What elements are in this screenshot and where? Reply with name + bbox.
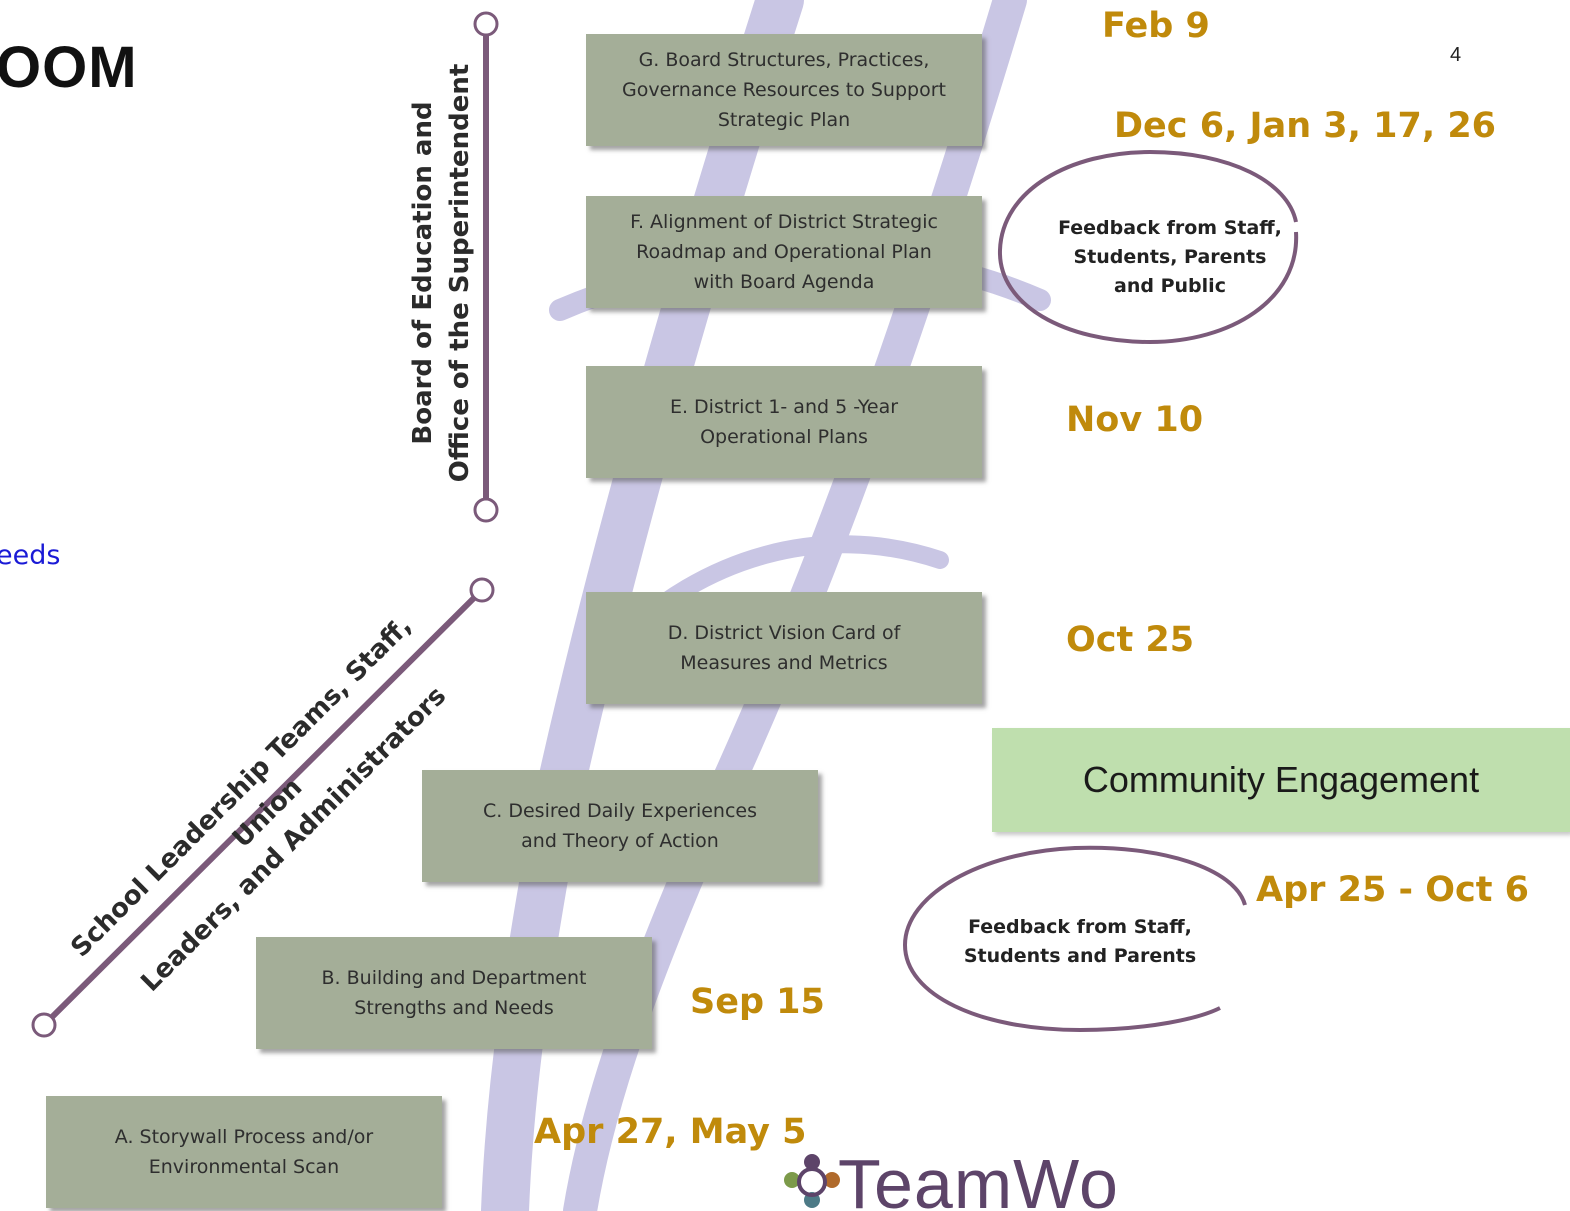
upper-track-end-node <box>473 497 499 523</box>
feedback-ellipse-lower <box>902 845 1247 1033</box>
lower-track-end-node <box>469 577 495 603</box>
lower-track-line <box>41 587 485 1028</box>
community-engagement-label: Community Engagement <box>1082 759 1480 800</box>
step-d-vision-card: D. District Vision Card of Measures and … <box>586 592 982 704</box>
date-step-a: Apr 27, May 5 <box>534 1112 807 1152</box>
upper-track-label: Board of Education and Office of the Sup… <box>408 63 475 483</box>
people-circle-icon <box>784 1154 840 1208</box>
logo-wordmark: TeamWorks <box>838 1148 1120 1211</box>
body-text-fragment: eeds <box>0 540 61 571</box>
step-c-daily-experiences: C. Desired Daily Experiences and Theory … <box>422 770 818 882</box>
date-step-d: Oct 25 <box>1066 620 1195 660</box>
date-step-b: Sep 15 <box>690 982 825 1022</box>
step-a-storywall: A. Storywall Process and/or Environmenta… <box>46 1096 442 1208</box>
upper-track-start-node <box>473 11 499 37</box>
step-b-strengths-needs: B. Building and Department Strengths and… <box>256 937 652 1049</box>
feedback-ellipse-upper <box>997 149 1299 345</box>
step-e-operational-plans: E. District 1- and 5 -Year Operational P… <box>586 366 982 478</box>
step-g-board-structures: G. Board Structures, Practices, Governan… <box>586 34 982 146</box>
date-step-e: Nov 10 <box>1066 400 1204 440</box>
page-number: 4 <box>1450 44 1462 66</box>
lower-track-start-node <box>31 1012 57 1038</box>
step-f-alignment: F. Alignment of District Strategic Roadm… <box>586 196 982 308</box>
feedback-note-lower: Feedback from Staff, Students and Parent… <box>963 916 1197 967</box>
date-community-engagement: Apr 25 - Oct 6 <box>1256 870 1529 910</box>
teamworks-logo: TeamWorks <box>780 1148 1120 1211</box>
community-engagement-box: Community Engagement <box>992 728 1570 832</box>
slide-title-fragment: OOM <box>0 35 138 100</box>
feedback-note-upper: Feedback from Staff, Students, Parents a… <box>1058 217 1282 297</box>
date-step-g: Feb 9 <box>1102 6 1210 46</box>
date-step-f: Dec 6, Jan 3, 17, 26 <box>1114 106 1497 146</box>
